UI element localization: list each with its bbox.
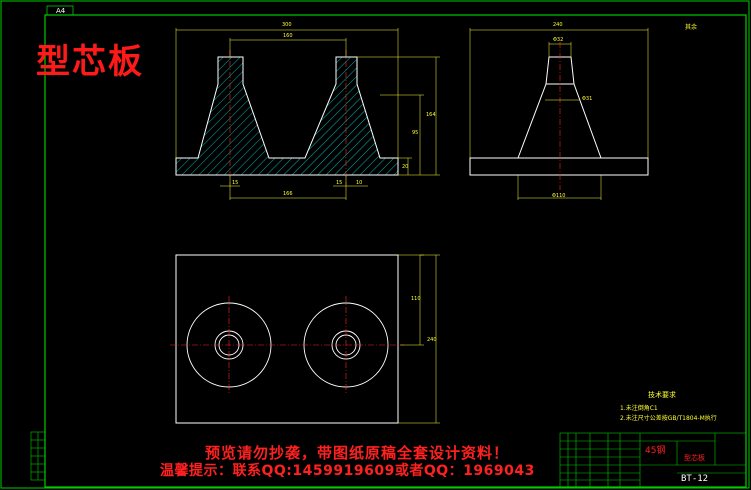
inner-border <box>44 14 747 488</box>
title-block-drawing-number: BT-12 <box>681 474 709 484</box>
dim-front-height-inner: 95 <box>412 130 419 136</box>
watermark-line-1: 预览请勿抄袭，带图纸原稿全套设计资料！ <box>205 444 510 462</box>
dim-front-small-right: 10 <box>356 180 363 186</box>
dim-front-base-thickness: 20 <box>402 164 409 170</box>
title-block <box>559 432 747 488</box>
tech-requirement-1: 1.未注倒角C1 <box>620 405 658 412</box>
tech-requirements-title: 技术要求 <box>648 391 676 399</box>
dim-side-overall-width: 240 <box>553 22 563 28</box>
dim-front-top-span: 160 <box>283 33 293 39</box>
title-block-part-name: 型芯板 <box>684 454 705 462</box>
title-block-material: 45钢 <box>645 446 666 456</box>
surface-finish-note: 其余 <box>685 24 698 31</box>
dim-front-bottom-span: 166 <box>283 191 293 197</box>
side-view <box>469 28 649 200</box>
dim-plan-total-height: 240 <box>427 337 437 343</box>
dim-front-small-mid: 15 <box>336 180 343 186</box>
dim-side-top-dia: Φ32 <box>553 37 564 43</box>
sheet-tag-box <box>46 5 74 16</box>
dim-front-small-left: 15 <box>232 180 239 186</box>
front-section-view <box>175 28 440 200</box>
dim-side-mid-dia: Φ31 <box>582 96 593 102</box>
left-strip <box>30 431 46 481</box>
dim-front-height-outer: 164 <box>426 112 436 118</box>
dim-front-overall-width: 300 <box>282 22 292 28</box>
watermark-line-2: 温馨提示：联系QQ:1459919609或者QQ：1969043 <box>160 463 535 479</box>
dim-plan-half-height: 110 <box>411 296 421 302</box>
sheet-size-label: A4 <box>56 7 66 15</box>
plan-view <box>170 254 440 424</box>
tech-requirement-2: 2.未注尺寸公差按GB/T1804-M执行 <box>620 415 717 422</box>
dim-side-bottom-dia: Φ110 <box>552 193 566 199</box>
drawing-title: 型芯板 <box>36 42 144 82</box>
